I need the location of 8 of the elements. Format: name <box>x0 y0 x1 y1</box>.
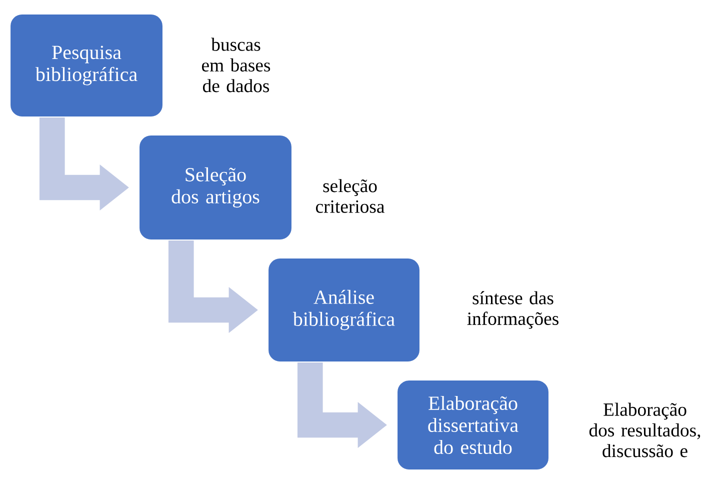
process-box: Análise bibliográfica <box>267 257 421 363</box>
process-box: Pesquisa bibliográfica <box>9 13 164 118</box>
process-box: Seleção dos artigos <box>138 134 293 241</box>
step-note: Elaboração dos resultados, discussão e <box>589 402 700 458</box>
step-note: seleção criteriosa <box>316 179 384 213</box>
step-note: síntese das informações <box>467 291 558 329</box>
process-box: Elaboração dissertativa do estudo <box>396 379 550 471</box>
step-note: buscas em bases de dados <box>202 38 270 92</box>
